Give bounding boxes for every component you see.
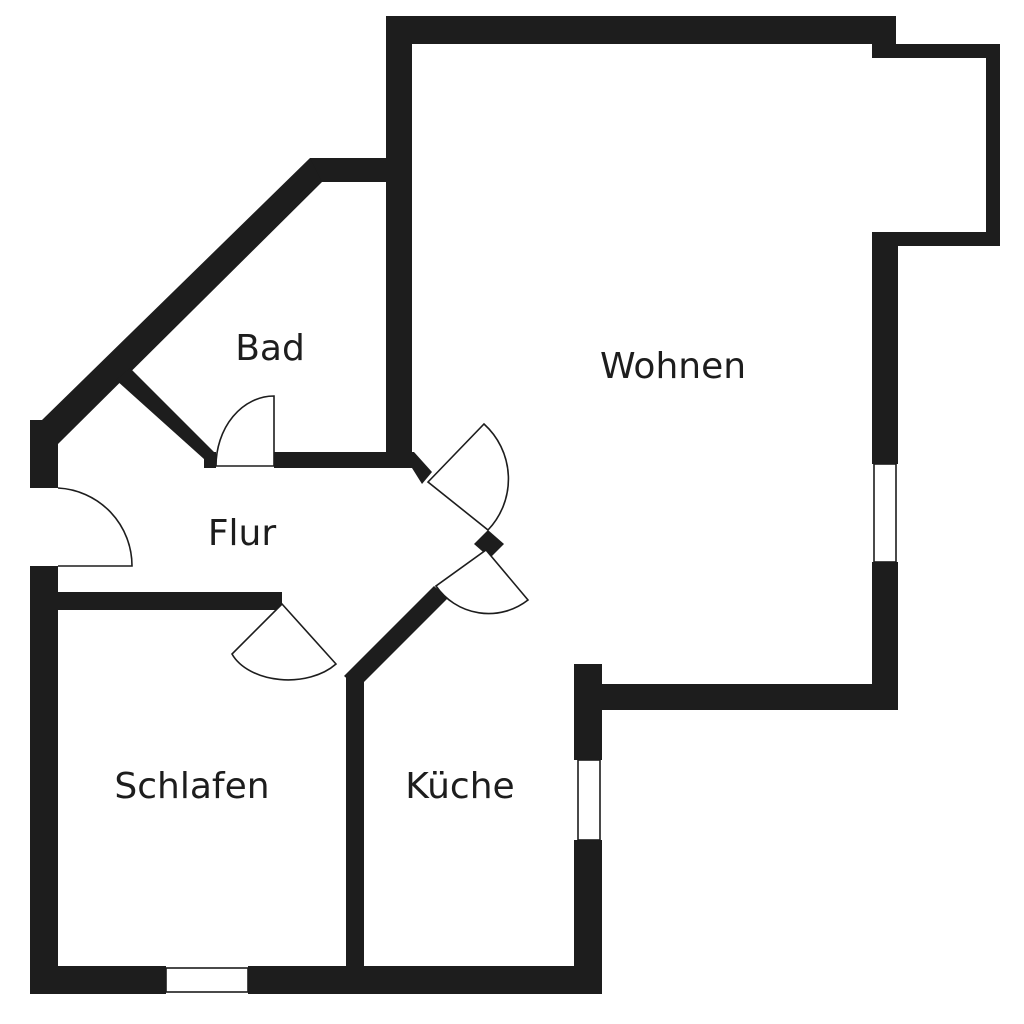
room-label-flur: Flur <box>208 513 277 554</box>
wohnen-door-swing-lower <box>434 548 530 615</box>
window-kueche-right <box>577 759 601 841</box>
bottom-wall-right <box>248 966 602 994</box>
bay-bottom-wall <box>872 232 1000 246</box>
window-schlafen-bottom <box>165 967 249 993</box>
windows <box>165 463 897 993</box>
room-label-bad: Bad <box>235 328 305 369</box>
wohnen-right-wall-upper <box>872 232 898 464</box>
schlafen-top-wall <box>30 592 282 610</box>
wohnen-door-stop <box>474 530 504 558</box>
wohnen-right-wall-lower <box>872 562 898 710</box>
flur-walls <box>30 420 504 994</box>
doors <box>57 395 530 681</box>
wohnen-door-swing-upper <box>426 422 510 532</box>
room-label-wohnen: Wohnen <box>600 346 746 387</box>
kueche-right-wall-lower <box>574 840 602 994</box>
bad-door-jamb <box>204 452 216 468</box>
flur-diagonal-wall <box>344 586 448 688</box>
wohnen-left-wall <box>386 16 412 468</box>
room-label-schlafen: Schlafen <box>114 766 269 807</box>
entry-left-wall-lower <box>30 566 58 994</box>
window-wohnen-right <box>873 463 897 563</box>
bad-inner-diagonal-wall <box>116 368 216 468</box>
bad-bottom-wall <box>274 452 412 468</box>
room-label-kueche: Küche <box>405 766 514 807</box>
bottom-wall-left <box>30 966 166 994</box>
schlafen-door-swing <box>231 602 338 681</box>
bay-top-wall <box>872 44 1000 58</box>
bad-diagonal-wall <box>42 158 322 444</box>
bad-top-wall <box>310 158 412 182</box>
wohnen-top-wall <box>386 16 896 44</box>
bay-right-wall <box>986 44 1000 246</box>
lower-walls <box>30 664 602 994</box>
wohnen-bottom-wall <box>596 684 898 710</box>
bad-door-swing <box>215 395 275 467</box>
schlafen-kueche-divider <box>346 676 364 970</box>
kueche-right-wall-upper <box>574 664 602 760</box>
entry-left-wall-upper <box>30 420 58 488</box>
wohnen-door-jamb-upper <box>402 452 432 484</box>
entry-door-swing <box>57 487 133 567</box>
bad-walls <box>42 158 432 484</box>
